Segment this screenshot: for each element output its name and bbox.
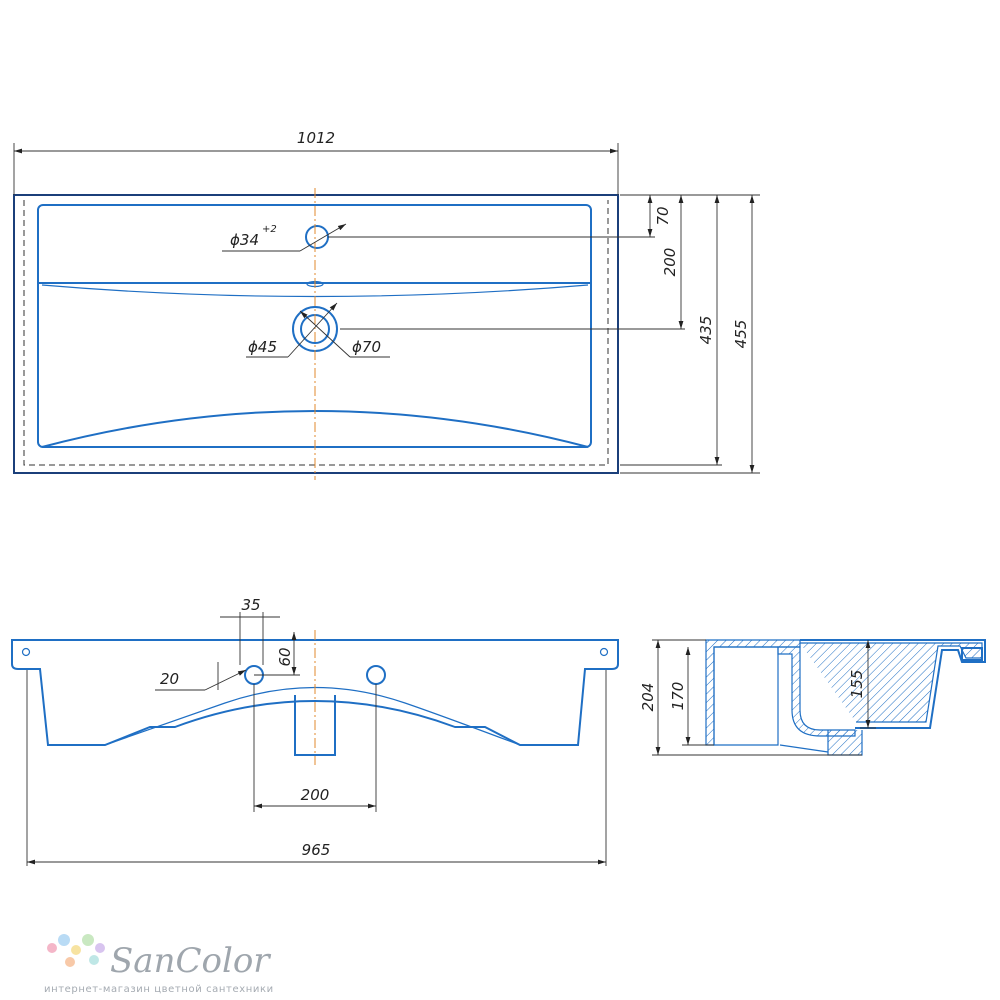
dim-drain-outer: ϕ70: [352, 338, 381, 356]
dim-overflow-height: 60: [276, 647, 294, 666]
front-drain: [294, 695, 336, 756]
brand-tagline: интернет-магазин цветной сантехники: [44, 984, 274, 995]
brand-logo: SanColor интернет-магазин цветной сантех…: [44, 934, 274, 995]
section-overflow: [961, 647, 983, 661]
logo-dot: [82, 934, 94, 946]
dim-overflow-diameter: 20: [160, 670, 179, 688]
logo-dot: [71, 945, 81, 955]
dim-bowl-depth: 435: [697, 316, 715, 345]
logo-dot: [65, 957, 75, 967]
top-outer-rim: [13, 194, 619, 474]
overflow-right: [366, 665, 386, 685]
dim-overall-depth: 455: [732, 320, 750, 349]
dim-overall-width: 1012: [297, 129, 335, 147]
front-bowl-curve: [104, 686, 521, 746]
logo-dot: [47, 943, 57, 953]
section-cavity: [713, 646, 779, 746]
dim-body-height: 170: [669, 682, 687, 711]
dim-bottom-width: 965: [302, 841, 331, 859]
dim-tap-hole-diameter: ϕ34: [230, 231, 259, 249]
section-deck-hatch: [800, 642, 983, 723]
logo-dots: [47, 934, 105, 967]
brand-name: SanColor: [110, 941, 271, 981]
dim-drain-inner: ϕ45: [248, 338, 277, 356]
section-drain: [827, 730, 863, 756]
logo-dot: [58, 934, 70, 946]
side-section: 204 170 155: [639, 639, 986, 756]
logo-dot: [95, 943, 105, 953]
dim-tap-hole-tolerance: +2: [262, 224, 277, 235]
mount-hole-right: [599, 647, 609, 657]
dim-tap-offset: 70: [654, 206, 672, 225]
section-front-wall: [705, 639, 801, 746]
dim-bowl-height: 155: [848, 670, 866, 699]
mount-hole-left: [21, 647, 31, 657]
front-outline: [11, 639, 619, 746]
top-view: 1012 ϕ34 +2 70 200 435 455 ϕ45 ϕ70: [13, 129, 760, 480]
front-view: 35 60 20 200 965: [11, 596, 619, 866]
dim-hole-spacing: 200: [301, 786, 330, 804]
dim-drain-offset: 200: [661, 248, 679, 277]
section-deck-back: [800, 639, 986, 729]
logo-dot: [89, 955, 99, 965]
dim-overflow-spacing: 35: [241, 596, 260, 614]
top-hidden-edge: [23, 200, 609, 466]
dim-total-height: 204: [639, 683, 657, 712]
